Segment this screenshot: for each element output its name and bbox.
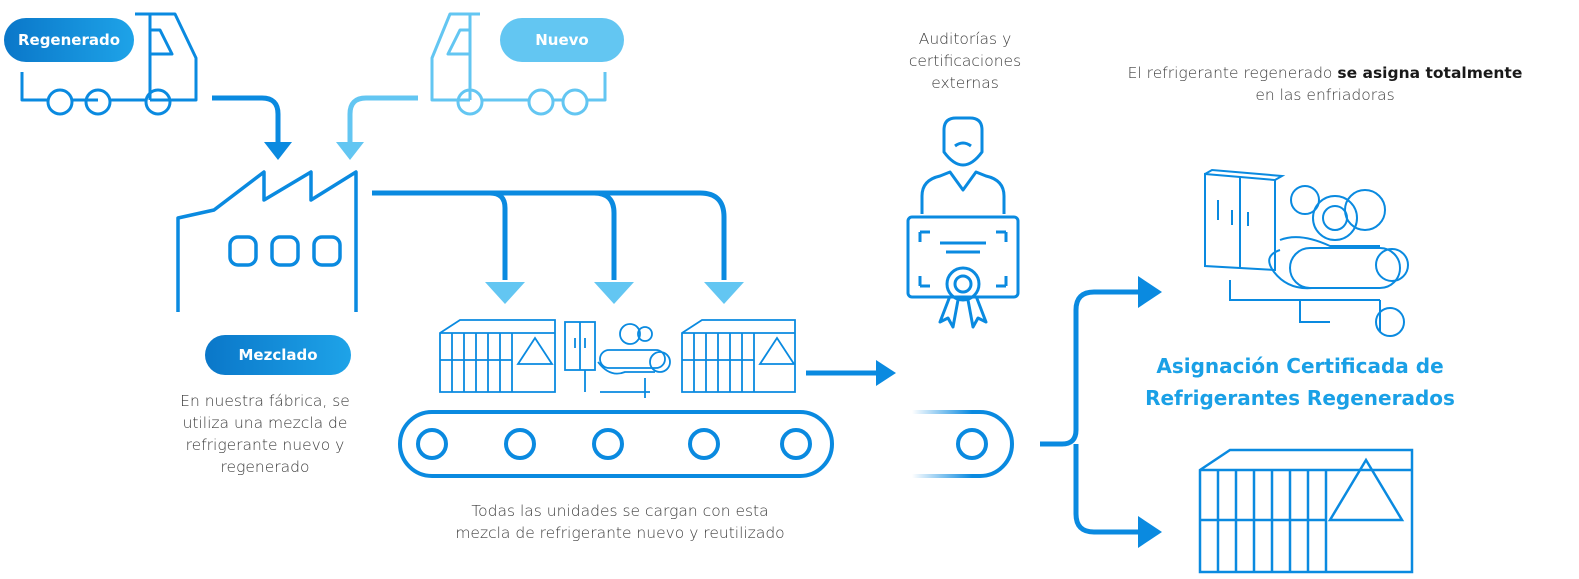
headline-line-2: Refrigerantes Regenerados: [1145, 386, 1455, 410]
audit-line-2: certificaciones: [908, 52, 1022, 70]
factory-desc-line-2: utiliza una mezcla de: [182, 414, 348, 432]
factory-desc-line-4: regenerado: [220, 458, 310, 476]
distribution-arrows: [372, 190, 727, 280]
conveyor-description: Todas las unidades se cargan con esta me…: [390, 500, 850, 544]
assign-line-2: en las enfriadoras: [1255, 86, 1395, 104]
assignment-description: El refrigerante regenerado se asigna tot…: [1080, 62, 1570, 106]
assign-pre: El refrigerante regenerado: [1127, 64, 1338, 82]
arrow-nuevo-to-factory: [336, 95, 418, 160]
mezclado-badge: Mezclado: [205, 335, 351, 375]
certified-allocation-headline: Asignación Certificada de Refrigerantes …: [1120, 350, 1480, 414]
condenser-unit-icon-2: [681, 319, 796, 393]
assign-line-1: El refrigerante regenerado se asigna tot…: [1080, 62, 1570, 84]
factory-icon: [176, 170, 358, 312]
truck-nuevo-icon: [430, 12, 607, 116]
auditor-icon: [920, 116, 1006, 214]
conveyor-icon: [398, 410, 834, 478]
arrow-to-audit: [806, 360, 896, 386]
regenerado-badge: Regenerado: [4, 18, 134, 62]
assign-bold: se asigna totalmente: [1337, 64, 1523, 82]
conveyor-desc-line-1: Todas las unidades se cargan con esta: [471, 502, 769, 520]
factory-description: En nuestra fábrica, se utiliza una mezcl…: [150, 390, 380, 478]
conveyor-continuation: [912, 410, 1014, 478]
down-arrow-1: [485, 282, 525, 304]
split-arrows: [1040, 276, 1162, 548]
condenser-unit-icon-1: [439, 319, 556, 393]
audit-description: Auditorías y certificaciones externas: [880, 28, 1050, 94]
arrow-regenerado-to-factory: [212, 95, 292, 160]
factory-desc-line-3: refrigerante nuevo y: [185, 436, 345, 454]
chiller-icon: [1204, 168, 1409, 337]
conveyor-desc-line-2: mezcla de refrigerante nuevo y reutiliza…: [455, 524, 785, 542]
down-arrow-2: [594, 282, 634, 304]
condenser-unit-icon: [1198, 448, 1414, 574]
chiller-icon-small: [564, 321, 671, 398]
certificate-icon: [906, 215, 1020, 329]
down-arrow-3: [704, 282, 744, 304]
factory-desc-line-1: En nuestra fábrica, se: [180, 392, 350, 410]
audit-line-3: externas: [931, 74, 999, 92]
audit-line-1: Auditorías y: [918, 30, 1012, 48]
nuevo-badge: Nuevo: [500, 18, 624, 62]
headline-line-1: Asignación Certificada de: [1156, 354, 1444, 378]
truck-regenerado-icon: [20, 12, 198, 116]
